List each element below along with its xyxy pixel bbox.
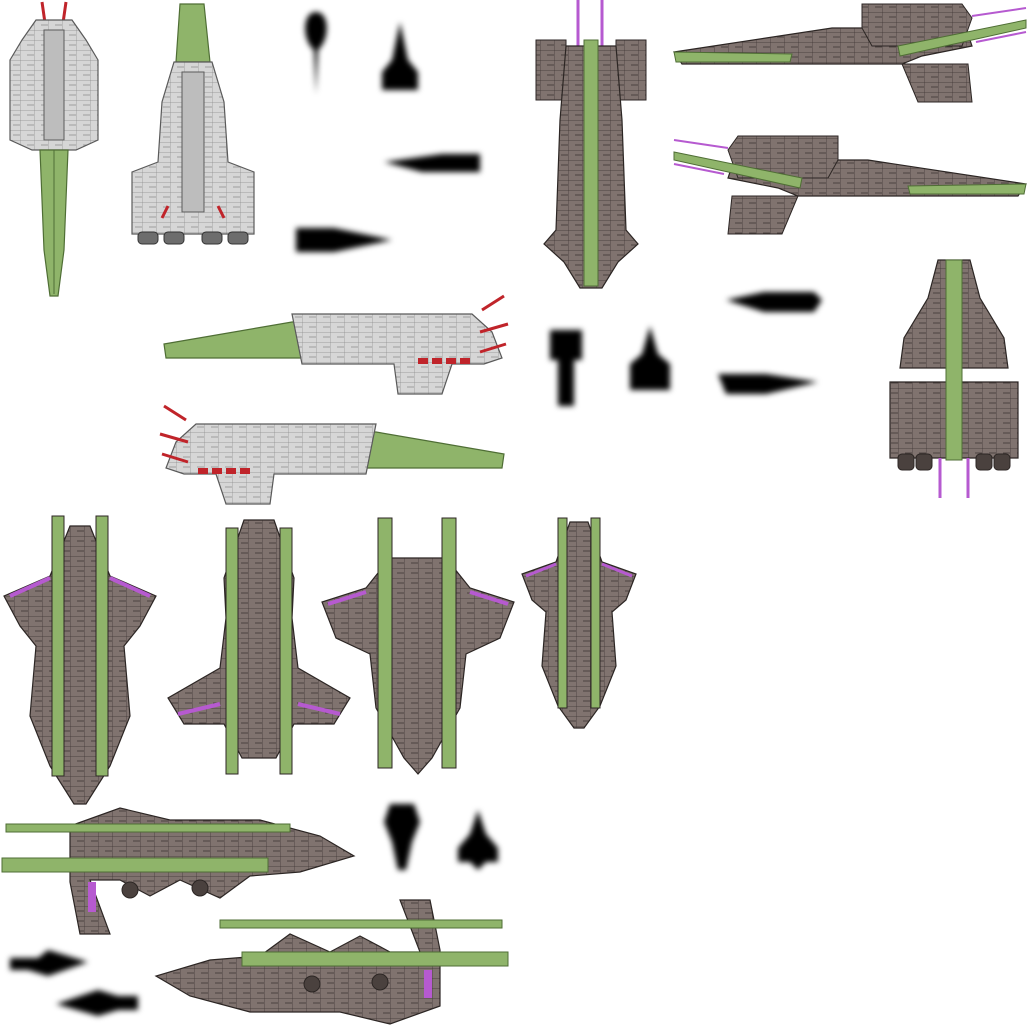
dark-carrier-top-2 xyxy=(164,518,354,776)
dark-carrier-side-right xyxy=(0,806,358,938)
shadow-white-top-a xyxy=(296,10,336,96)
shadow-silhouette-icon xyxy=(458,810,498,870)
dark-carrier-top-icon xyxy=(3,515,157,805)
dark-cruiser-top-icon xyxy=(535,0,647,289)
shadow-dark-side-b xyxy=(716,362,820,398)
white-cruiser-rear-icon xyxy=(131,3,255,245)
shadow-carrier-side-a xyxy=(8,944,92,980)
shadow-silhouette-icon xyxy=(550,330,582,406)
shadow-silhouette-icon xyxy=(305,12,327,94)
shadow-carrier-top-a xyxy=(382,802,422,872)
shadow-silhouette-icon xyxy=(384,804,420,870)
dark-carrier-top-icon xyxy=(167,519,351,775)
dark-carrier-side-icon xyxy=(1,807,356,935)
dark-ship-top-forward xyxy=(526,0,656,292)
white-ship-top-forward xyxy=(6,0,102,298)
white-ship-side-right xyxy=(162,292,510,396)
dark-ship-top-rear xyxy=(884,258,1024,502)
shadow-dark-side-a xyxy=(724,282,824,318)
dark-cruiser-side-icon xyxy=(672,3,1027,103)
dark-cruiser-rear-icon xyxy=(889,259,1019,498)
white-ship-side-left xyxy=(159,402,506,506)
dark-carrier-side-left xyxy=(152,898,512,1026)
shadow-dark-top-b xyxy=(628,324,672,392)
shadow-silhouette-icon xyxy=(384,154,480,172)
dark-carrier-side-icon xyxy=(154,899,509,1025)
shadow-silhouette-icon xyxy=(726,292,822,312)
dark-carrier-top-1 xyxy=(0,515,160,806)
shadow-white-top-b xyxy=(380,20,420,92)
dark-carrier-top-3 xyxy=(320,517,516,776)
shadow-carrier-side-b xyxy=(54,984,140,1022)
dark-ship-side-left xyxy=(672,128,1028,240)
white-ship-top-rear xyxy=(128,2,258,246)
white-cruiser-top-icon xyxy=(9,1,99,297)
shadow-carrier-top-b xyxy=(456,808,500,872)
dark-ship-side-right xyxy=(672,2,1028,110)
dark-cruiser-side-icon xyxy=(673,135,1028,235)
shadow-silhouette-icon xyxy=(718,374,818,394)
dark-carrier-top-icon xyxy=(521,517,637,729)
shadow-silhouette-icon xyxy=(382,22,418,90)
white-cruiser-side-icon xyxy=(159,404,505,505)
shadow-silhouette-icon xyxy=(56,990,138,1016)
shadow-dark-top-a xyxy=(546,322,586,408)
white-cruiser-side-icon xyxy=(163,294,509,395)
shadow-silhouette-icon xyxy=(296,228,392,252)
dark-carrier-top-icon xyxy=(321,517,515,775)
shadow-silhouette-icon xyxy=(10,950,88,976)
shadow-silhouette-icon xyxy=(630,326,670,390)
shadow-white-side-b xyxy=(294,222,394,256)
shadow-white-side-a xyxy=(382,146,482,176)
dark-carrier-top-4 xyxy=(520,516,638,730)
